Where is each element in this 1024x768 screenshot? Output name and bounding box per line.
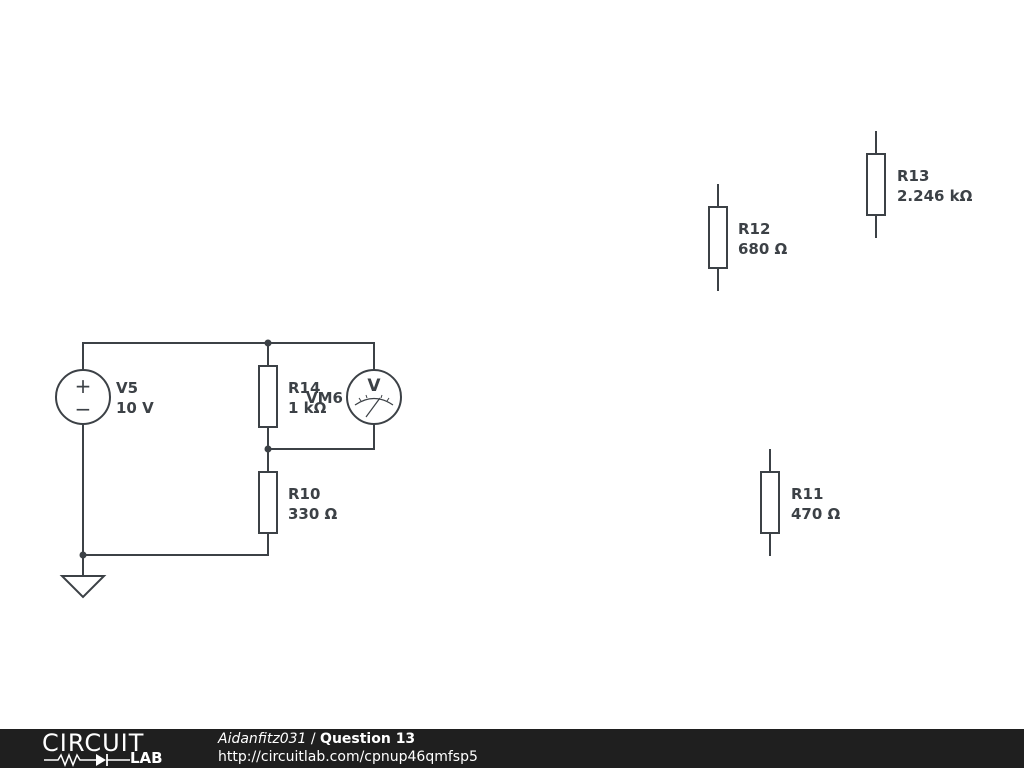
resistor-r12 [708, 206, 728, 269]
resistor-r10[interactable] [258, 471, 278, 534]
v5-value-label: 10 V [116, 399, 154, 417]
voltmeter-scale-arc [354, 397, 394, 406]
voltmeter-vm6[interactable]: V [346, 369, 402, 425]
footer-bar: CIRCUIT LAB Aidanfitz031 / Question 13 h… [0, 729, 1024, 768]
voltage-source-v5[interactable]: + − [55, 369, 111, 425]
junction-dot-ground [79, 551, 87, 559]
logo-resistor-diode-icon [44, 753, 130, 767]
junction-dot-top [264, 339, 272, 347]
r11-name-label: R11 [791, 485, 823, 503]
voltmeter-glyph: V [367, 376, 381, 396]
r12-name-label: R12 [738, 220, 770, 238]
voltmeter-body [346, 369, 402, 425]
r10-value-label: 330 Ω [288, 505, 338, 523]
circuit-name: Question 13 [320, 731, 416, 747]
voltage-source-body [55, 369, 111, 425]
footer-title-line: Aidanfitz031 / Question 13 [218, 731, 415, 748]
v5-name-label: V5 [116, 379, 138, 397]
wire-top-rail [82, 342, 375, 370]
resistor-r13-group[interactable] [866, 131, 886, 238]
resistor-r11 [760, 471, 780, 534]
voltmeter-scale-tick-2 [365, 394, 368, 399]
wire-r10-to-ground [83, 533, 269, 556]
r12-value-label: 680 Ω [738, 240, 788, 258]
junction-dot-middle [264, 445, 272, 453]
logo-lab-text: LAB [130, 749, 163, 767]
voltmeter-scale-tick-4 [386, 397, 390, 402]
wire-vm6-bottom [268, 424, 375, 450]
wires [82, 342, 375, 576]
voltmeter-scale-tick-1 [358, 397, 362, 402]
r10-name-label: R10 [288, 485, 320, 503]
minus-sign: − [75, 397, 92, 421]
logo-circuit-text: CIRCUIT [42, 729, 145, 757]
resistor-r13 [866, 153, 886, 216]
r13-name-label: R13 [897, 167, 929, 185]
schematic-canvas: + − V5 10 V R14 1 kΩ V VM6 R10 330 Ω R12… [55, 131, 973, 599]
circuitlab-logo[interactable]: CIRCUIT LAB [42, 731, 177, 767]
voltmeter-needle [365, 397, 381, 418]
circuit-url-link[interactable]: http://circuitlab.com/cpnup46qmfsp5 [218, 749, 478, 765]
resistor-r12-group[interactable] [708, 184, 728, 291]
resistor-r11-group[interactable] [760, 449, 780, 556]
resistor-r14[interactable] [258, 365, 278, 428]
r14-name-label: R14 [288, 379, 320, 397]
r14-value-label: 1 kΩ [288, 399, 327, 417]
r13-value-label: 2.246 kΩ [897, 187, 973, 205]
vm6-name-label: VM6 [306, 389, 343, 407]
plus-sign: + [75, 374, 92, 398]
title-separator: / [306, 731, 321, 747]
r11-value-label: 470 Ω [791, 505, 841, 523]
voltmeter-scale-tick-3 [380, 394, 383, 399]
author-link[interactable]: Aidanfitz031 [218, 731, 307, 747]
ground-symbol[interactable] [59, 575, 107, 599]
